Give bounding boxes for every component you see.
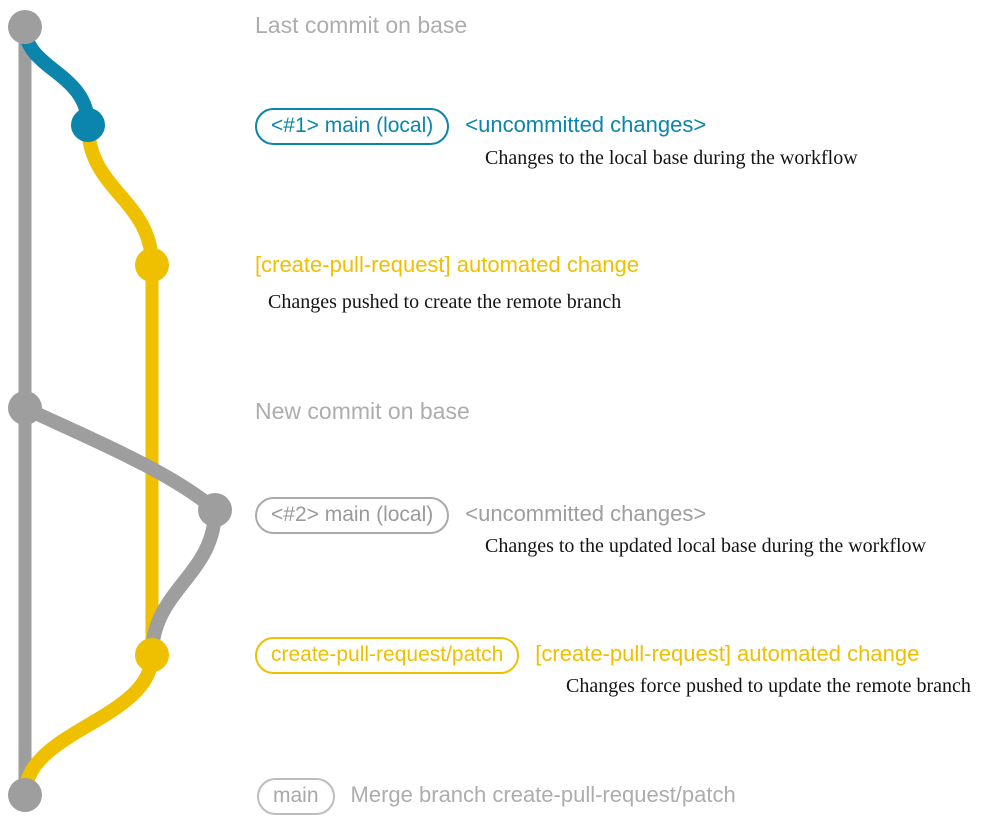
commit-node-patch-2[interactable]: [135, 638, 169, 672]
commit-subject-merge: Merge branch create-pull-request/patch: [350, 782, 736, 807]
commit-description-automated-1: Changes pushed to create the remote bran…: [268, 291, 622, 313]
row-local-uncommitted-2: <#2> main (local) <uncommitted changes>: [255, 497, 707, 535]
row-automated-change-2: create-pull-request/patch [create-pull-r…: [255, 637, 920, 675]
headline-last-commit-on-base: Last commit on base: [255, 12, 468, 38]
row-merge-commit: main Merge branch create-pull-request/pa…: [257, 778, 736, 816]
commit-subject-local-2: <uncommitted changes>: [465, 501, 707, 526]
branch-badge-main-local-1[interactable]: <#1> main (local): [255, 108, 450, 146]
commit-subject-automated-1: [create-pull-request] automated change: [255, 252, 640, 277]
commit-node-base-merge[interactable]: [8, 778, 42, 812]
commit-description-local-2: Changes to the updated local base during…: [485, 535, 926, 557]
commit-description-automated-2: Changes force pushed to update the remot…: [566, 675, 971, 697]
commit-node-patch-1[interactable]: [135, 248, 169, 282]
commit-node-local-1[interactable]: [71, 108, 105, 142]
commit-subject-automated-2: [create-pull-request] automated change: [535, 641, 920, 666]
headline-new-commit-on-base: New commit on base: [255, 398, 470, 424]
row-local-uncommitted-1: <#1> main (local) <uncommitted changes>: [255, 108, 707, 146]
local-branch-line-blue: [18, 20, 95, 132]
local2-branch-line-gray: [18, 401, 222, 517]
commit-subject-local-1: <uncommitted changes>: [465, 112, 707, 137]
commit-node-base-last[interactable]: [8, 10, 42, 44]
commit-description-local-1: Changes to the local base during the wor…: [485, 147, 858, 169]
local2-to-patch2-line: [145, 503, 222, 662]
branch-badge-create-pull-request-patch[interactable]: create-pull-request/patch: [255, 637, 520, 675]
branch-badge-main[interactable]: main: [257, 778, 335, 816]
patch2-merge-line-yellow: [18, 648, 159, 802]
patch-branch-line-yellow-upper: [81, 118, 159, 272]
branch-badge-main-local-2[interactable]: <#2> main (local): [255, 497, 450, 535]
commit-node-base-new[interactable]: [8, 391, 42, 425]
commit-node-local-2[interactable]: [198, 493, 232, 527]
